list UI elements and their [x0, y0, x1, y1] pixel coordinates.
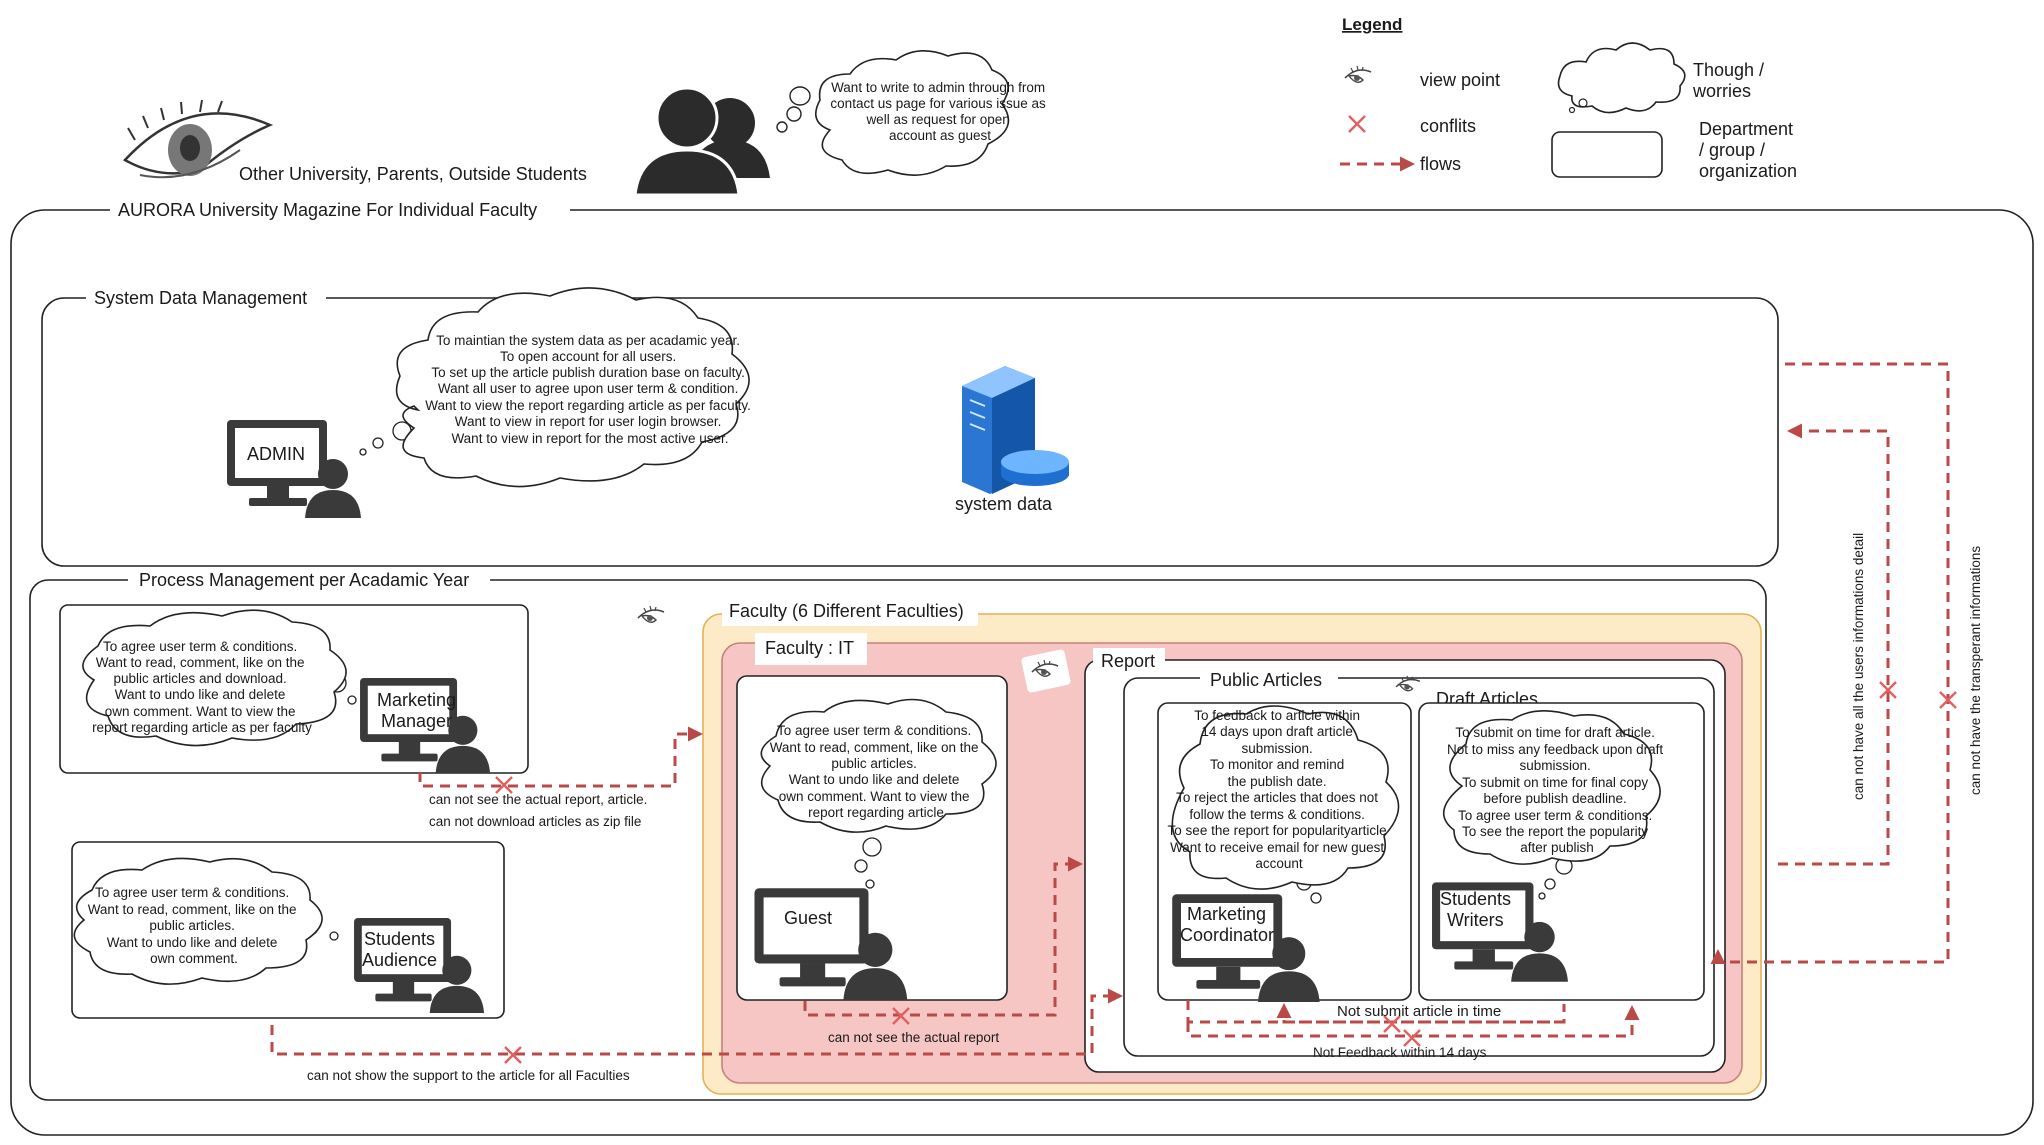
view-point-icon	[1344, 65, 1372, 84]
legend-flows: flows	[1420, 154, 1461, 174]
audience-thought-bubble	[73, 857, 339, 985]
flow-feedback-to-writers	[1186, 1005, 1640, 1038]
conflict-users-detail: can not have all the users informations …	[1851, 533, 1866, 800]
coordinator-cloud-text: To feedback to article within 14 days up…	[1168, 708, 1391, 871]
faculty-it-title: Faculty : IT	[765, 638, 854, 658]
legend: Legend view point conflits flows Though …	[1340, 15, 1797, 181]
manager-cloud-text: To agree user term & conditions. Want to…	[92, 639, 312, 735]
large-eye-icon	[123, 99, 274, 179]
department-legend-icon	[1551, 131, 1663, 178]
legend-department-1: Department	[1699, 119, 1793, 139]
writers-cloud-text: To submit on time for draft article. Not…	[1447, 725, 1667, 855]
legend-conflits: conflits	[1420, 116, 1476, 136]
conflict-markers	[495, 681, 1957, 1064]
conflict-icon-guest	[892, 1007, 910, 1025]
flow-writers-to-coordinator	[1276, 1003, 1564, 1024]
legend-though-2: worries	[1692, 81, 1751, 101]
flow-guest-to-report	[803, 856, 1083, 1017]
conflict-manager-1: can not see the actual report, article.	[429, 792, 647, 807]
conflict-icon-transparent	[1939, 691, 1957, 709]
admin-thought-bubble	[359, 287, 750, 488]
conflict-icon-not-feedback	[1403, 1029, 1421, 1047]
process-frame-title: Process Management per Acadamic Year	[139, 570, 469, 590]
conflict-transparent: can not have the transperant information…	[1968, 546, 1983, 795]
conflict-guest: can not see the actual report	[828, 1030, 999, 1045]
conflict-icon-not-submit	[1383, 1015, 1401, 1033]
writers-label-2: Writers	[1447, 910, 1504, 930]
legend-though-1: Though /	[1693, 60, 1764, 80]
flow-audience-to-report	[270, 988, 1123, 1056]
writers-label-1: Students	[1440, 889, 1511, 909]
marketing-manager-label-1: Marketing	[377, 690, 456, 710]
people-icon	[633, 86, 770, 197]
conflict-audience: can not show the support to the article …	[307, 1068, 630, 1083]
guest-label: Guest	[784, 908, 832, 928]
legend-department-3: organization	[1699, 161, 1797, 181]
coordinator-thought-bubble	[1171, 705, 1400, 904]
admin-cloud-text: To maintian the system data as per acada…	[425, 333, 754, 446]
flow-system-to-writers	[1710, 362, 1950, 964]
server-database-icon	[962, 366, 1069, 494]
conflict-manager-2: can not download articles as zip file	[429, 814, 641, 829]
flow-manager-to-faculty	[418, 726, 703, 788]
writers-thought-bubble	[1443, 710, 1661, 900]
conflict-icon-audience	[504, 1046, 522, 1064]
conflict-icon-manager	[495, 776, 513, 794]
faculty-view-point-icon	[1021, 649, 1071, 693]
students-audience-label-1: Students	[364, 929, 435, 949]
audience-cloud-text: To agree user term & conditions. Want to…	[88, 885, 301, 966]
marketing-manager-label-2: Manager	[381, 711, 452, 731]
guest-cloud-text: To agree user term & conditions. Want to…	[770, 723, 983, 820]
legend-title: Legend	[1342, 15, 1402, 34]
manager-thought-bubble	[82, 609, 357, 747]
report-frame-title: Report	[1101, 651, 1155, 671]
outer-frame-title: AURORA University Magazine For Individua…	[118, 200, 537, 220]
legend-view-point: view point	[1420, 70, 1500, 90]
admin-label: ADMIN	[247, 444, 305, 464]
coordinator-label-2: Coordinator	[1180, 925, 1274, 945]
conflict-not-feedback: Not Feedback within 14 days	[1313, 1045, 1487, 1060]
outside-thought-bubble	[776, 50, 1010, 176]
flows	[270, 362, 1950, 1056]
cloud-legend-icon	[1557, 42, 1686, 114]
system-frame-title: System Data Management	[94, 288, 307, 308]
legend-department-2: / group /	[1699, 140, 1765, 160]
outside-cloud-text: Want to write to admin through from cont…	[830, 80, 1049, 143]
conflict-icon-users-detail	[1879, 681, 1897, 699]
outside-viewer-label: Other University, Parents, Outside Stude…	[239, 164, 587, 184]
coordinator-label-1: Marketing	[1187, 904, 1266, 924]
students-audience-label-2: Audience	[362, 950, 437, 970]
guest-thought-bubble	[760, 698, 997, 889]
faculty-frame-title: Faculty (6 Different Faculties)	[729, 601, 964, 621]
system-data-label: system data	[955, 494, 1053, 514]
conflict-not-submit: Not submit article in time	[1337, 1003, 1501, 1020]
conflict-legend-icon	[1348, 115, 1366, 133]
outer-frame	[10, 209, 2034, 1136]
flow-report-to-system	[1778, 423, 1890, 866]
public-articles-title: Public Articles	[1210, 670, 1322, 690]
